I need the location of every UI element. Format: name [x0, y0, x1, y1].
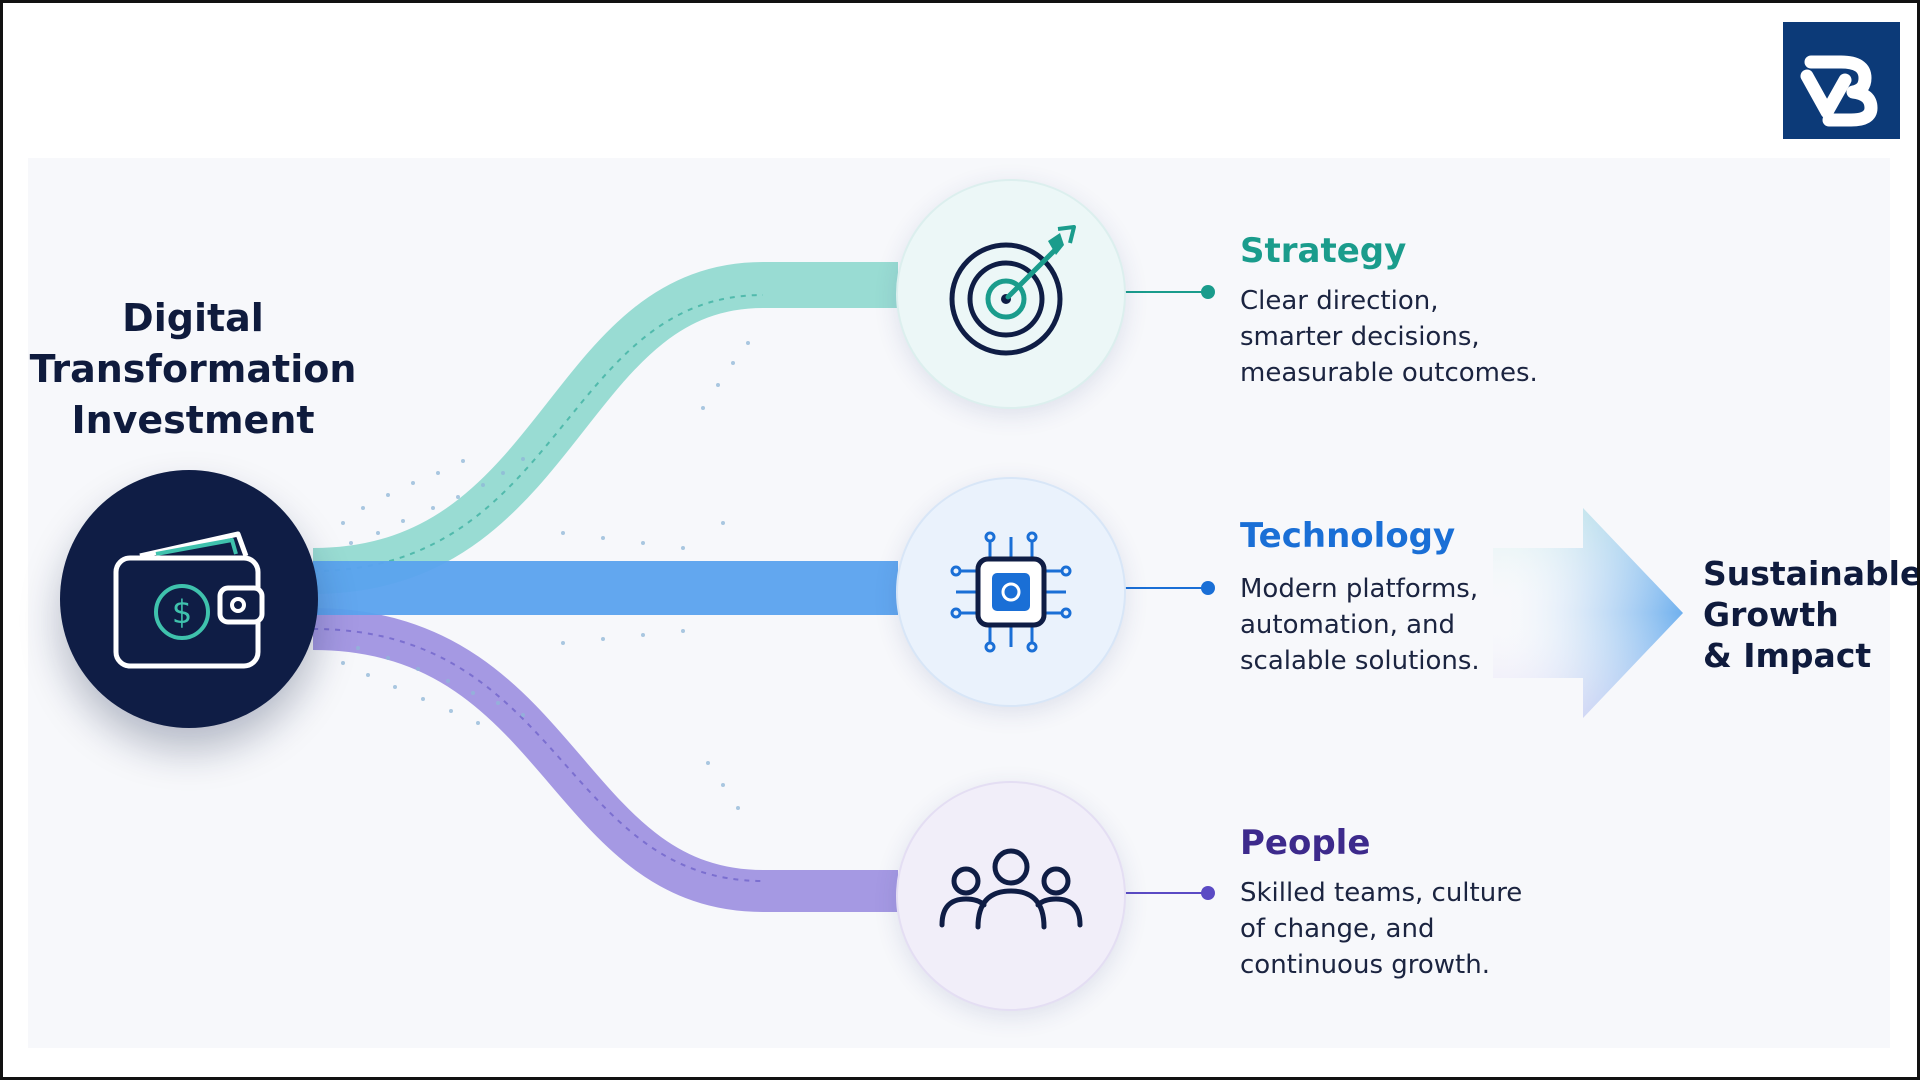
flow-streams — [312, 262, 898, 912]
brand-logo-icon — [1783, 22, 1900, 139]
people-node — [896, 781, 1126, 1011]
title-line: Investment — [71, 398, 315, 442]
people-description: Skilled teams, culture of change, and co… — [1240, 875, 1522, 983]
outcome-line: Sustainable — [1703, 554, 1920, 593]
wallet-dollar-icon: $ — [113, 531, 265, 669]
strategy-heading: Strategy — [1240, 231, 1407, 271]
strategy-node — [896, 179, 1126, 409]
wallet-badge: $ — [60, 470, 318, 728]
target-arrow-icon — [949, 225, 1076, 356]
description-line: scalable solutions. — [1240, 646, 1480, 676]
description-line: measurable outcomes. — [1240, 358, 1538, 388]
technology-description: Modern platforms, automation, and scalab… — [1240, 571, 1480, 679]
description-line: smarter decisions, — [1240, 322, 1480, 352]
outcome-arrow-icon — [1493, 508, 1683, 718]
outcome-line: Growth — [1703, 595, 1839, 634]
strategy-description: Clear direction, smarter decisions, meas… — [1240, 283, 1538, 391]
outcome-line: & Impact — [1703, 636, 1872, 675]
description-line: of change, and — [1240, 914, 1435, 944]
connector-people — [1124, 886, 1215, 900]
description-line: Clear direction, — [1240, 286, 1439, 316]
title-line: Digital — [122, 296, 264, 340]
connector-technology — [1124, 581, 1215, 595]
description-line: Modern platforms, — [1240, 574, 1479, 604]
particle-dots — [341, 341, 750, 810]
technology-heading: Technology — [1240, 516, 1456, 556]
connector-strategy — [1124, 285, 1215, 299]
outcome-label: Sustainable Growth & Impact — [1703, 553, 1920, 676]
description-line: continuous growth. — [1240, 950, 1490, 980]
description-line: Skilled teams, culture — [1240, 878, 1523, 908]
team-icon — [939, 848, 1083, 930]
title-line: Transformation — [29, 347, 357, 391]
source-title: Digital Transformation Investment — [23, 293, 363, 446]
microchip-icon — [950, 531, 1072, 653]
flow-graphic — [312, 262, 1683, 912]
people-heading: People — [1240, 823, 1371, 863]
technology-node — [896, 477, 1126, 707]
svg-text:$: $ — [172, 593, 192, 631]
description-line: automation, and — [1240, 610, 1456, 640]
